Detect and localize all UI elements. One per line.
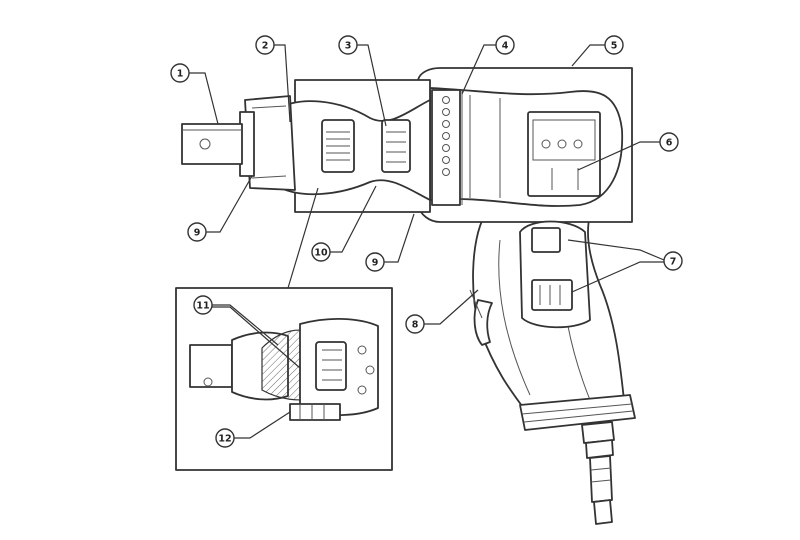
callout-label: 6	[666, 138, 673, 149]
front-housing	[274, 79, 463, 213]
callout-4: 4	[495, 35, 515, 55]
callout-label: 3	[345, 41, 352, 52]
air-inlet-fitting	[581, 421, 615, 525]
callout-9-left: 9	[187, 222, 207, 242]
callout-12: 12	[215, 428, 235, 448]
callout-6: 6	[659, 132, 679, 152]
callout-label: 8	[412, 320, 419, 331]
callout-11: 11	[193, 295, 213, 315]
callout-label: 12	[218, 434, 231, 445]
callout-label: 9	[372, 258, 379, 269]
callout-5: 5	[604, 35, 624, 55]
callout-3: 3	[338, 35, 358, 55]
callout-label: 5	[611, 41, 618, 52]
callout-label: 4	[502, 41, 509, 52]
callout-label: 7	[670, 257, 677, 268]
anvil-nose	[181, 95, 296, 191]
callout-label: 9	[194, 228, 201, 239]
callout-8: 8	[405, 314, 425, 334]
callout-label: 1	[177, 69, 184, 80]
callout-9-right: 9	[365, 252, 385, 272]
valve-cutaway	[519, 220, 591, 329]
leader-lines	[189, 44, 665, 439]
callout-label: 2	[262, 41, 269, 52]
callout-10: 10	[311, 242, 331, 262]
callout-label: 11	[196, 301, 209, 312]
motor-housing	[417, 67, 633, 223]
callout-7: 7	[663, 251, 683, 271]
callout-1: 1	[170, 63, 190, 83]
trigger	[469, 289, 493, 346]
callout-2: 2	[255, 35, 275, 55]
inset-detail	[175, 287, 393, 471]
callout-label: 10	[314, 248, 328, 259]
